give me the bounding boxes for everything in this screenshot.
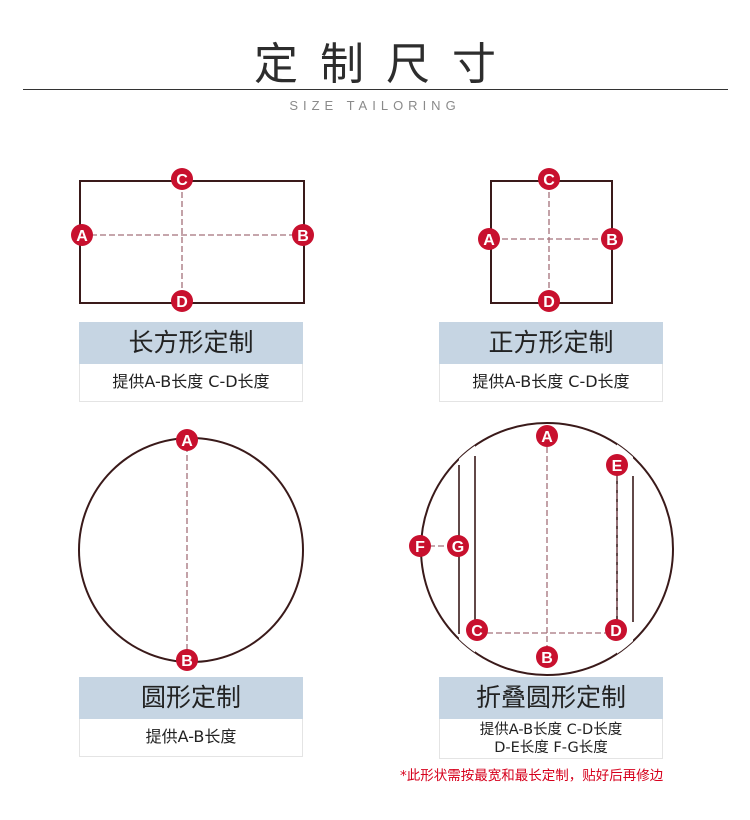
marker-fold-d: D bbox=[605, 619, 627, 641]
marker-rect-d: D bbox=[171, 290, 193, 312]
folding-desc-line-2: D-E长度 F-G长度 bbox=[494, 740, 608, 756]
svg-text:B: B bbox=[297, 228, 309, 245]
marker-circle-a: A bbox=[176, 429, 198, 451]
svg-text:A: A bbox=[181, 433, 193, 450]
folding-circle-desc: 提供A-B长度 C-D长度 D-E长度 F-G长度 bbox=[439, 719, 663, 759]
rectangle-desc-line: 提供A-B长度 C-D长度 bbox=[112, 372, 270, 391]
svg-text:D: D bbox=[543, 294, 555, 311]
svg-text:A: A bbox=[541, 429, 553, 446]
title-divider bbox=[23, 89, 728, 90]
marker-fold-g: G bbox=[447, 535, 469, 557]
marker-square-b: B bbox=[601, 228, 623, 250]
circle-desc-line: 提供A-B长度 bbox=[145, 727, 237, 746]
svg-text:D: D bbox=[176, 294, 188, 311]
svg-text:D: D bbox=[610, 623, 622, 640]
circle-label: 圆形定制 bbox=[79, 677, 303, 719]
svg-text:B: B bbox=[541, 650, 553, 667]
circle-outline bbox=[78, 437, 304, 663]
svg-text:C: C bbox=[471, 623, 483, 640]
marker-square-d: D bbox=[538, 290, 560, 312]
marker-rect-c: C bbox=[171, 168, 193, 190]
circle-desc: 提供A-B长度 bbox=[79, 719, 303, 757]
rectangle-outline bbox=[79, 180, 305, 304]
svg-text:B: B bbox=[606, 232, 618, 249]
marker-fold-e: E bbox=[606, 454, 628, 476]
rectangle-label: 长方形定制 bbox=[79, 322, 303, 364]
svg-text:A: A bbox=[76, 228, 88, 245]
customization-note: *此形状需按最宽和最长定制，贴好后再修边 bbox=[400, 768, 664, 784]
marker-square-c: C bbox=[538, 168, 560, 190]
circle-shape bbox=[78, 437, 304, 663]
marker-fold-a: A bbox=[536, 425, 558, 447]
rectangle-shape bbox=[79, 180, 305, 304]
svg-text:B: B bbox=[181, 653, 193, 670]
marker-fold-b: B bbox=[536, 646, 558, 668]
folding-desc-line-1: 提供A-B长度 C-D长度 bbox=[479, 722, 623, 738]
marker-rect-a: A bbox=[71, 224, 93, 246]
marker-rect-b: B bbox=[292, 224, 314, 246]
marker-fold-c: C bbox=[466, 619, 488, 641]
marker-circle-b: B bbox=[176, 649, 198, 671]
folding-circle-label: 折叠圆形定制 bbox=[439, 677, 663, 719]
marker-square-a: A bbox=[478, 228, 500, 250]
rectangle-desc: 提供A-B长度 C-D长度 bbox=[79, 364, 303, 402]
square-shape bbox=[490, 180, 613, 304]
svg-text:G: G bbox=[452, 539, 464, 556]
square-desc-line: 提供A-B长度 C-D长度 bbox=[472, 372, 630, 391]
svg-text:C: C bbox=[543, 172, 555, 189]
square-desc: 提供A-B长度 C-D长度 bbox=[439, 364, 663, 402]
square-label: 正方形定制 bbox=[439, 322, 663, 364]
page-title: 定制尺寸 bbox=[254, 39, 518, 90]
svg-text:C: C bbox=[176, 172, 188, 189]
svg-text:E: E bbox=[612, 458, 623, 475]
svg-text:F: F bbox=[415, 539, 425, 556]
marker-fold-f: F bbox=[409, 535, 431, 557]
square-outline bbox=[490, 180, 613, 304]
svg-text:A: A bbox=[483, 232, 495, 249]
page-subtitle: SIZE TAILORING bbox=[289, 98, 461, 113]
